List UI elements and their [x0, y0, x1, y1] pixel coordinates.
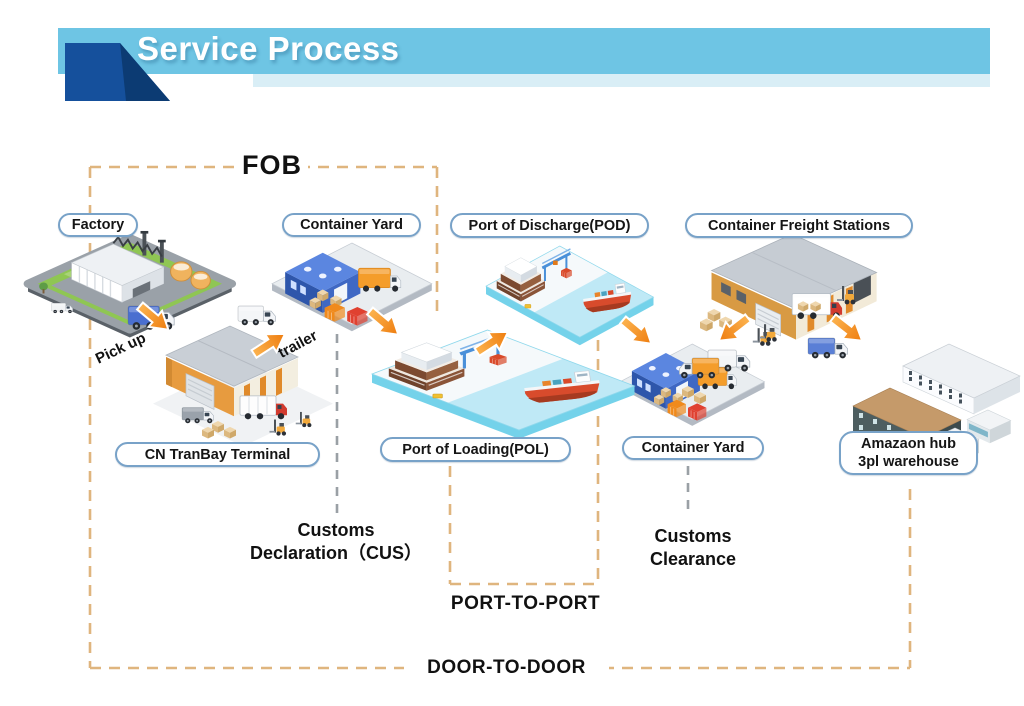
customs-dashed-lines	[335, 334, 690, 516]
stage-pill-amazon-hub: Amazaon hub 3pl warehouse	[839, 431, 978, 475]
page-title: Service Process	[137, 30, 400, 67]
port-to-port-label: PORT-TO-PORT	[450, 593, 601, 614]
container-yard-origin-illustration	[272, 243, 432, 331]
cn-tranbay-terminal-illustration	[153, 325, 333, 447]
customs-declaration-line1: Customs	[297, 520, 375, 540]
customs-clearance-label: Customs Clearance	[626, 525, 760, 571]
customs-clearance-line1: Customs	[654, 526, 732, 546]
stage-pill-cn-tranbay-terminal: CN TranBay Terminal	[115, 442, 320, 467]
stage-label-line2: 3pl warehouse	[858, 454, 959, 470]
trailer-truck-icon	[237, 305, 276, 326]
stage-label-line1: Amazaon hub	[860, 435, 957, 452]
stage-pill-container-freight-stations: Container Freight Stations	[685, 213, 913, 238]
factory-illustration	[23, 230, 237, 338]
blue-truck-icon	[807, 337, 849, 359]
customs-declaration-label: Customs Declaration（CUS）	[238, 519, 434, 565]
fob-label: FOB	[236, 150, 308, 181]
stage-pill-port-of-discharge: Port of Discharge(POD)	[450, 213, 649, 238]
port-of-loading-illustration	[372, 330, 635, 439]
customs-declaration-line2: Declaration（CUS）	[249, 543, 423, 563]
stage-pill-container-yard-origin: Container Yard	[282, 213, 421, 237]
door-to-door-label: DOOR-TO-DOOR	[404, 657, 609, 679]
amazon-hub-illustration	[845, 343, 1021, 472]
customs-clearance-line2: Clearance	[649, 549, 737, 569]
container-freight-station-illustration	[700, 233, 878, 346]
header-banner	[58, 28, 990, 101]
stage-pill-factory: Factory	[58, 213, 138, 237]
stage-pill-port-of-loading: Port of Loading(POL)	[380, 437, 571, 462]
stage-pill-container-yard-destination: Container Yard	[622, 436, 764, 460]
